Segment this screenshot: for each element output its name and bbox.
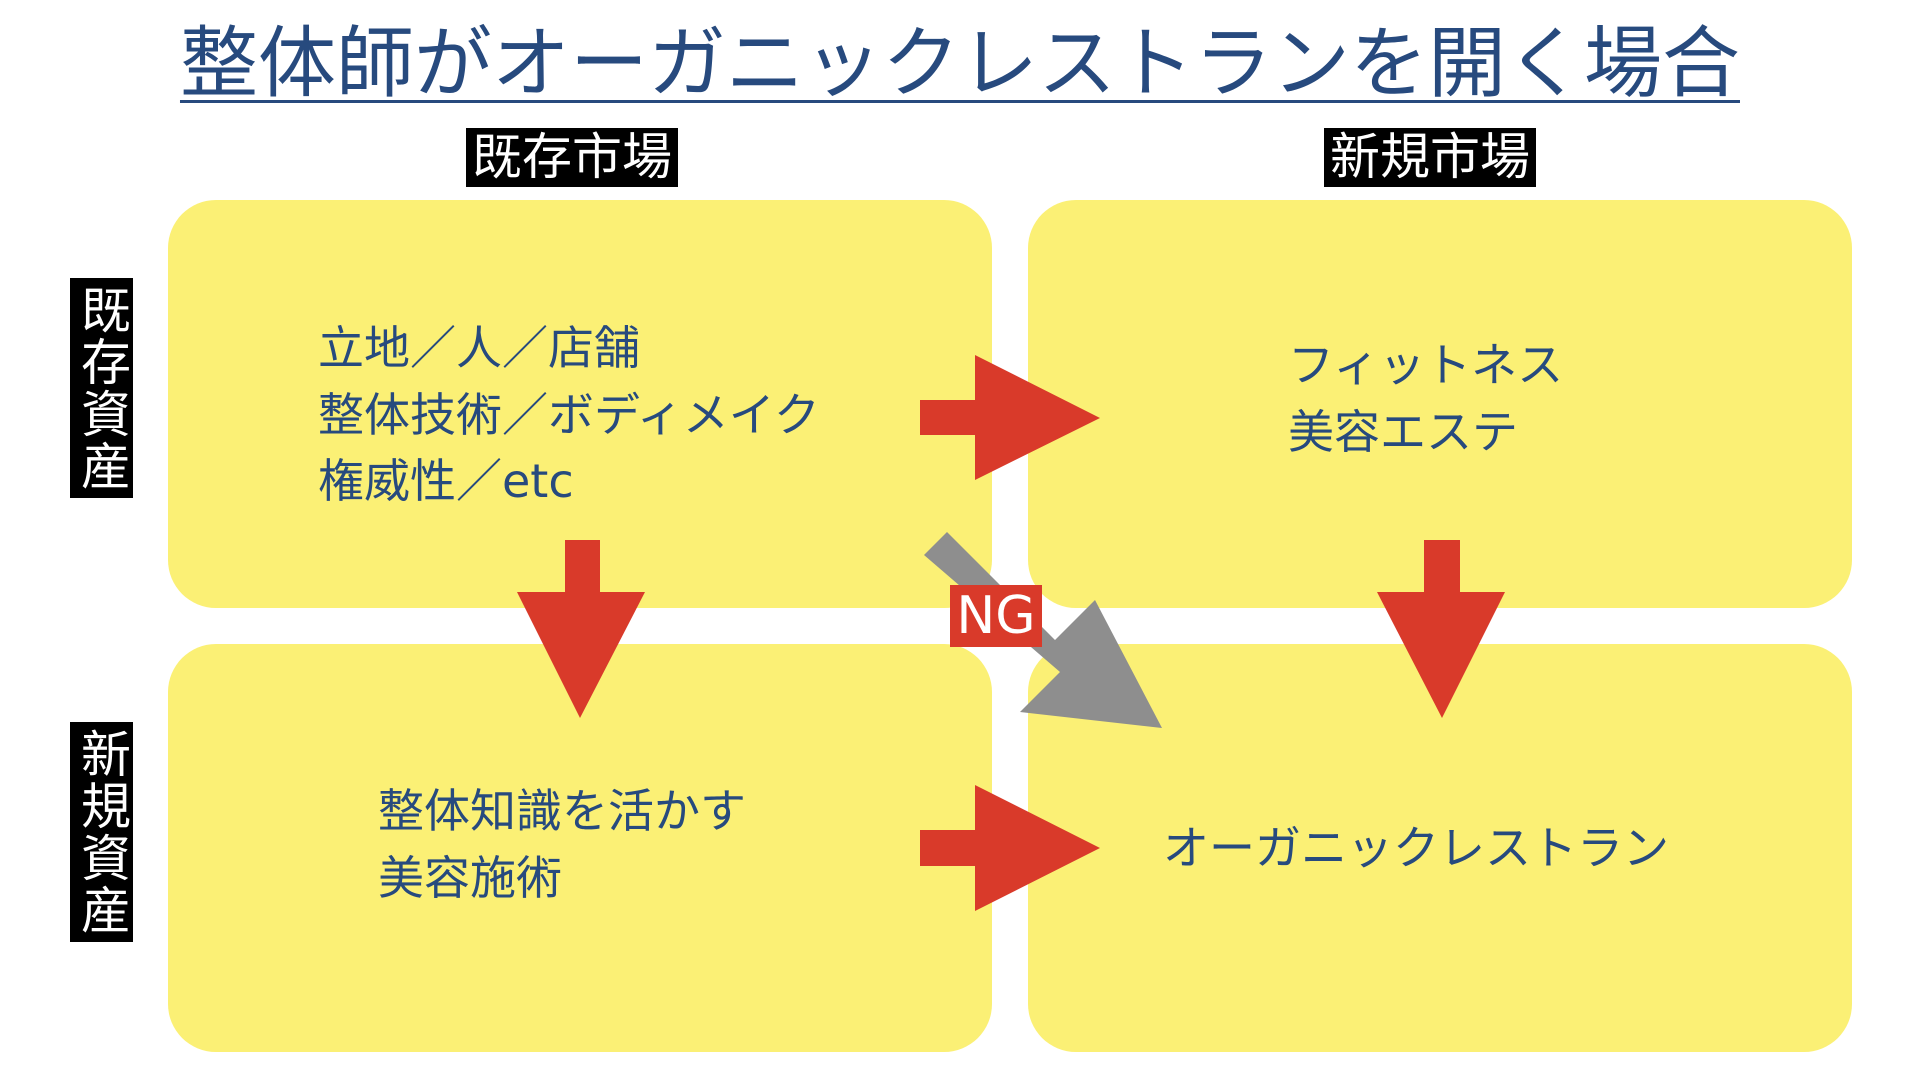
row-label-existing-assets: 既存資産 (70, 278, 133, 498)
page-title: 整体師がオーガニックレストランを開く場合 (0, 18, 1920, 112)
quadrant-text-line: 美容エステ (1288, 404, 1518, 459)
column-label-new-market: 新規市場 (1324, 128, 1536, 187)
quadrant-text-line: 整体技術／ボディメイク (318, 387, 820, 442)
quadrant-bottom-left-text: 整体知識を活かす 美容施術 (378, 778, 746, 911)
quadrant-text-line: 整体知識を活かす (378, 784, 746, 838)
quadrant-top-left-text: 立地／人／店舗 整体技術／ボディメイク 権威性／etc (318, 315, 820, 515)
quadrant-text-line: オーガニックレストラン (1163, 821, 1669, 875)
ng-badge: NG (950, 585, 1042, 647)
column-label-existing-market: 既存市場 (466, 128, 678, 187)
quadrant-text-line: 権威性／etc (318, 454, 574, 509)
row-label-new-assets: 新規資産 (70, 722, 133, 942)
quadrant-text-line: フィットネス (1288, 338, 1564, 392)
quadrant-bottom-right-text: オーガニックレストラン (1163, 815, 1669, 882)
quadrant-text-line: 美容施術 (378, 850, 562, 905)
quadrant-text-line: 立地／人／店舗 (318, 321, 640, 375)
page-title-text: 整体師がオーガニックレストランを開く場合 (179, 19, 1740, 109)
quadrant-top-right-text: フィットネス 美容エステ (1288, 332, 1563, 465)
